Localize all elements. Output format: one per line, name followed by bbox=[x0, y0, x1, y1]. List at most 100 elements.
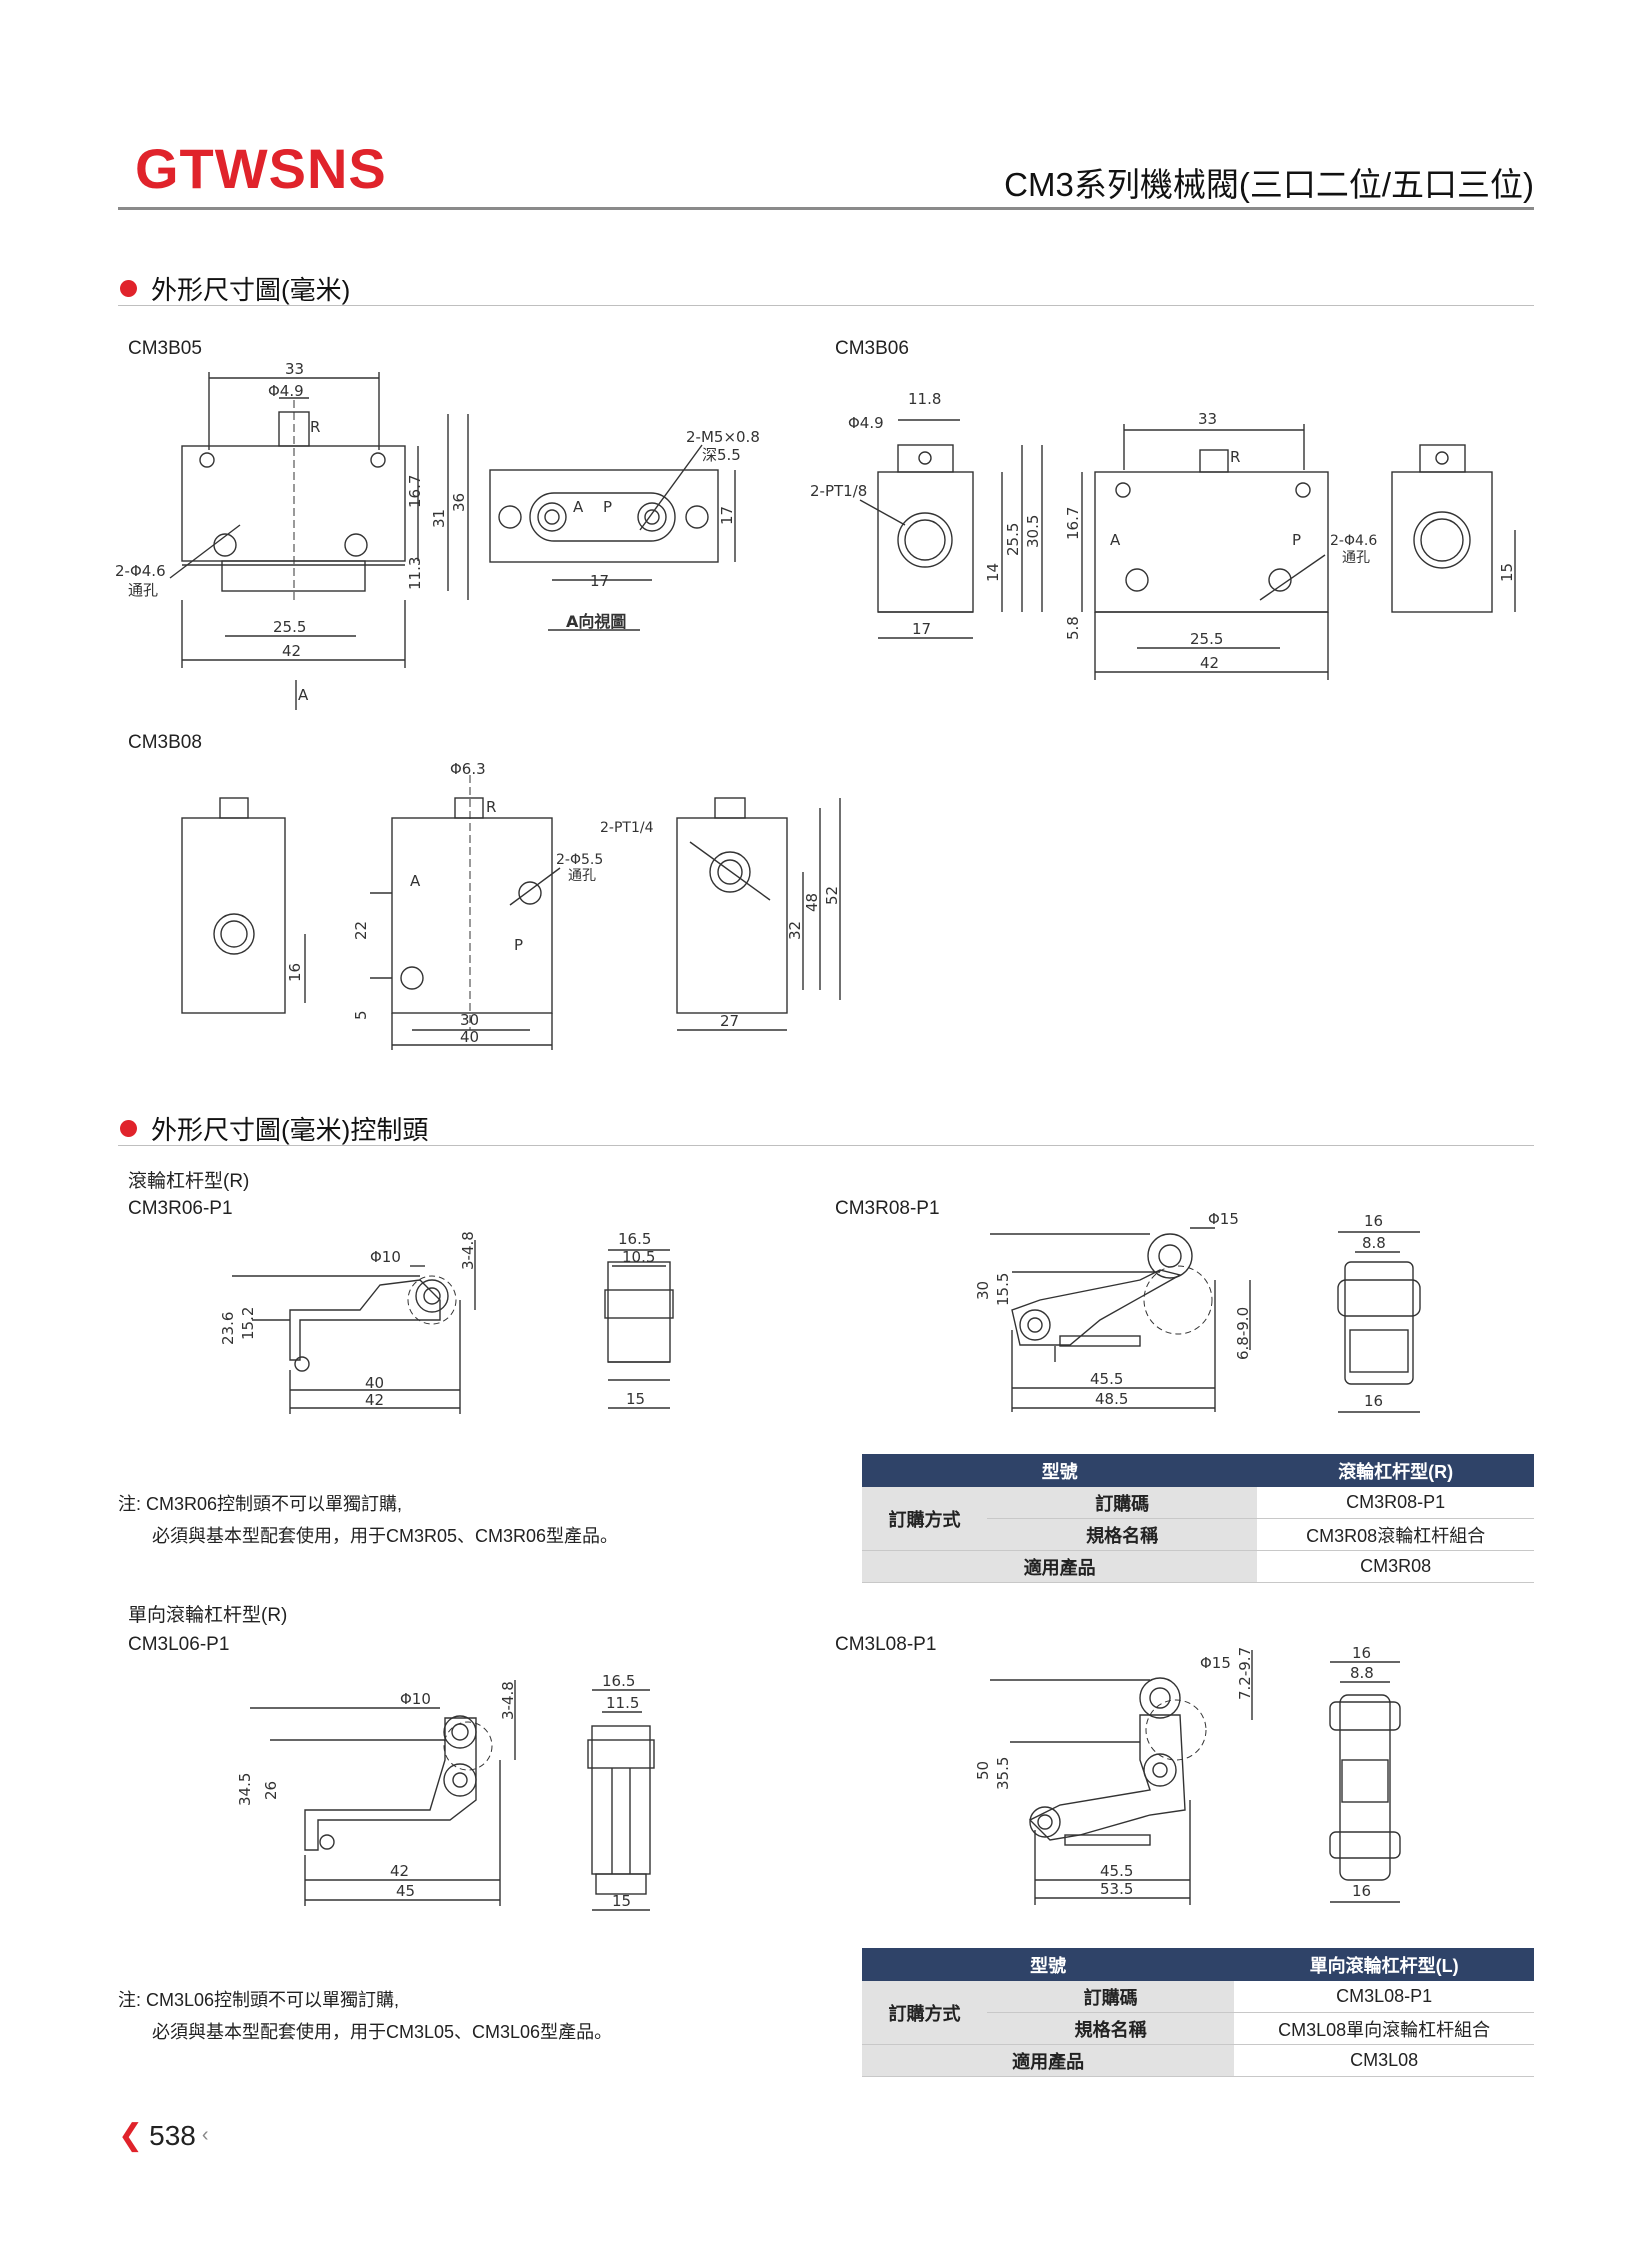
view-thread: 2-M5×0.8 bbox=[686, 428, 760, 446]
dim-16-top: 16 bbox=[1352, 1644, 1371, 1662]
dim-33: 33 bbox=[1198, 410, 1217, 428]
dim-45: 45 bbox=[396, 1882, 415, 1900]
type-label-oneway: 單向滾輪杠杆型(R) bbox=[128, 1605, 288, 1626]
page-number: ❮ 538 ‹ bbox=[118, 2118, 209, 2153]
dim-15: 15 bbox=[612, 1892, 631, 1910]
view-dim-17h: 17 bbox=[718, 506, 736, 525]
dim-16: 16 bbox=[286, 963, 304, 982]
table-spec-label: 規格名稱 bbox=[987, 1518, 1258, 1551]
port-p: P bbox=[514, 936, 523, 954]
dim-hole: 2-Φ4.6 bbox=[115, 562, 166, 580]
dim-36: 36 bbox=[450, 493, 468, 512]
note-line-1: 注: CM3R06控制頭不可以單獨訂購, bbox=[118, 1494, 403, 1514]
model-label-cm3b06: CM3B06 bbox=[835, 338, 909, 359]
dim-22: 22 bbox=[352, 921, 370, 940]
label-r: R bbox=[310, 418, 320, 436]
dim-16-top: 16 bbox=[1364, 1212, 1383, 1230]
dim-pt: 2-PT1/4 bbox=[600, 820, 654, 836]
section-heading-control-head: 外形尺寸圖(毫米)控制頭 bbox=[120, 1110, 428, 1147]
dim-phi63: Φ6.3 bbox=[450, 760, 486, 778]
table-spec-label: 規格名稱 bbox=[987, 2012, 1235, 2045]
dim-phi49: Φ4.9 bbox=[268, 382, 304, 400]
section-heading-text: 外形尺寸圖(毫米)控制頭 bbox=[151, 1115, 429, 1145]
dim-phi10: Φ10 bbox=[370, 1248, 401, 1266]
table-applicable: CM3R08 bbox=[1257, 1550, 1534, 1583]
dim-32: 32 bbox=[786, 921, 804, 940]
arrow-a-label: A bbox=[298, 686, 309, 704]
note-cm3l06: 注: CM3L06控制頭不可以單獨訂購, 必須與基本型配套使用，用于CM3L05… bbox=[118, 1984, 612, 2048]
table-order-method: 訂購方式 bbox=[862, 1487, 987, 1551]
dim-6-8-9-0: 6.8-9.0 bbox=[1234, 1307, 1252, 1360]
dim-42: 42 bbox=[1200, 654, 1219, 672]
header-divider bbox=[118, 207, 1534, 210]
section-heading-text: 外形尺寸圖(毫米) bbox=[151, 275, 351, 305]
dim-11-8: 11.8 bbox=[908, 390, 941, 408]
dim-3-4-8: 3-4.8 bbox=[499, 1681, 517, 1720]
dim-40: 40 bbox=[365, 1374, 384, 1392]
model-label-cm3b05: CM3B05 bbox=[128, 338, 202, 359]
model-label-cm3l06: CM3L06-P1 bbox=[128, 1634, 230, 1655]
dim-48-5: 48.5 bbox=[1095, 1390, 1128, 1408]
dim-15: 15 bbox=[1498, 563, 1516, 582]
port-a: A bbox=[410, 872, 421, 890]
order-table-oneway: 型號 單向滾輪杠杆型(L) 訂購方式 訂購碼 CM3L08-P1 規格名稱 CM… bbox=[862, 1948, 1534, 2077]
dim-phi10: Φ10 bbox=[400, 1690, 431, 1708]
dim-33: 33 bbox=[285, 360, 304, 378]
model-label-cm3b08: CM3B08 bbox=[128, 732, 202, 753]
dim-phi15: Φ15 bbox=[1208, 1210, 1239, 1228]
dim-34-5: 34.5 bbox=[236, 1773, 254, 1806]
dim-15: 15 bbox=[626, 1390, 645, 1408]
section-heading-dimensions: 外形尺寸圖(毫米) bbox=[120, 270, 350, 307]
dim-phi49: Φ4.9 bbox=[848, 414, 884, 432]
dim-15-2: 15.2 bbox=[239, 1307, 257, 1340]
table-header-model: 型號 bbox=[862, 1948, 1235, 1981]
brand-logo: GTWSNS bbox=[135, 137, 387, 200]
dim-17: 17 bbox=[912, 620, 931, 638]
dim-hole-note: 通孔 bbox=[128, 581, 158, 599]
table-spec: CM3R08滾輪杠杆組合 bbox=[1257, 1518, 1534, 1551]
note-line-2: 必須與基本型配套使用，用于CM3R05、CM3R06型產品。 bbox=[152, 1526, 619, 1546]
dim-7-2-9-7: 7.2-9.7 bbox=[1236, 1647, 1254, 1700]
dim-26: 26 bbox=[262, 1781, 280, 1800]
label-r: R bbox=[1230, 448, 1240, 466]
dim-42: 42 bbox=[282, 642, 301, 660]
table-order-code-label: 訂購碼 bbox=[987, 1487, 1258, 1519]
table-header-value: 滾輪杠杆型(R) bbox=[1257, 1454, 1534, 1487]
dim-52: 52 bbox=[823, 886, 841, 905]
dim-hole: 2-Φ4.6 bbox=[1330, 533, 1377, 549]
dim-40: 40 bbox=[460, 1028, 479, 1046]
table-applicable: CM3L08 bbox=[1234, 2044, 1534, 2077]
dim-3-4-8: 3-4.8 bbox=[459, 1231, 477, 1270]
dim-16-7: 16.7 bbox=[1064, 507, 1082, 540]
dim-5: 5 bbox=[352, 1010, 370, 1020]
note-line-1: 注: CM3L06控制頭不可以單獨訂購, bbox=[118, 1990, 400, 2010]
dim-11-3: 11.3 bbox=[406, 557, 424, 590]
dim-25-5: 25.5 bbox=[273, 618, 306, 636]
dim-45-5: 45.5 bbox=[1090, 1370, 1123, 1388]
bullet-icon bbox=[120, 280, 137, 297]
section-divider bbox=[118, 305, 1534, 306]
dim-31: 31 bbox=[430, 509, 448, 528]
dim-15-5: 15.5 bbox=[994, 1273, 1012, 1306]
dim-hole-note: 通孔 bbox=[568, 868, 596, 884]
model-label-cm3r08: CM3R08-P1 bbox=[835, 1198, 940, 1219]
dim-hole: 2-Φ5.5 bbox=[556, 852, 603, 868]
dim-50: 50 bbox=[974, 1761, 992, 1780]
note-cm3r06: 注: CM3R06控制頭不可以單獨訂購, 必須與基本型配套使用，用于CM3R05… bbox=[118, 1488, 618, 1552]
dim-42: 42 bbox=[365, 1391, 384, 1409]
type-label-roller: 滾輪杠杆型(R) bbox=[128, 1171, 250, 1192]
dim-pt: 2-PT1/8 bbox=[810, 482, 867, 500]
chevron-left-icon: ❮ bbox=[118, 2119, 144, 2152]
dim-phi15: Φ15 bbox=[1200, 1654, 1231, 1672]
note-line-2: 必須與基本型配套使用，用于CM3L05、CM3L06型產品。 bbox=[152, 2022, 613, 2042]
dim-53-5: 53.5 bbox=[1100, 1880, 1133, 1898]
dim-23-6: 23.6 bbox=[219, 1312, 237, 1345]
dim-25-5: 25.5 bbox=[1190, 630, 1223, 648]
view-dim-17w: 17 bbox=[590, 572, 609, 590]
table-order-code: CM3L08-P1 bbox=[1234, 1981, 1534, 2013]
dim-16-bottom: 16 bbox=[1364, 1392, 1383, 1410]
label-r: R bbox=[486, 798, 496, 816]
